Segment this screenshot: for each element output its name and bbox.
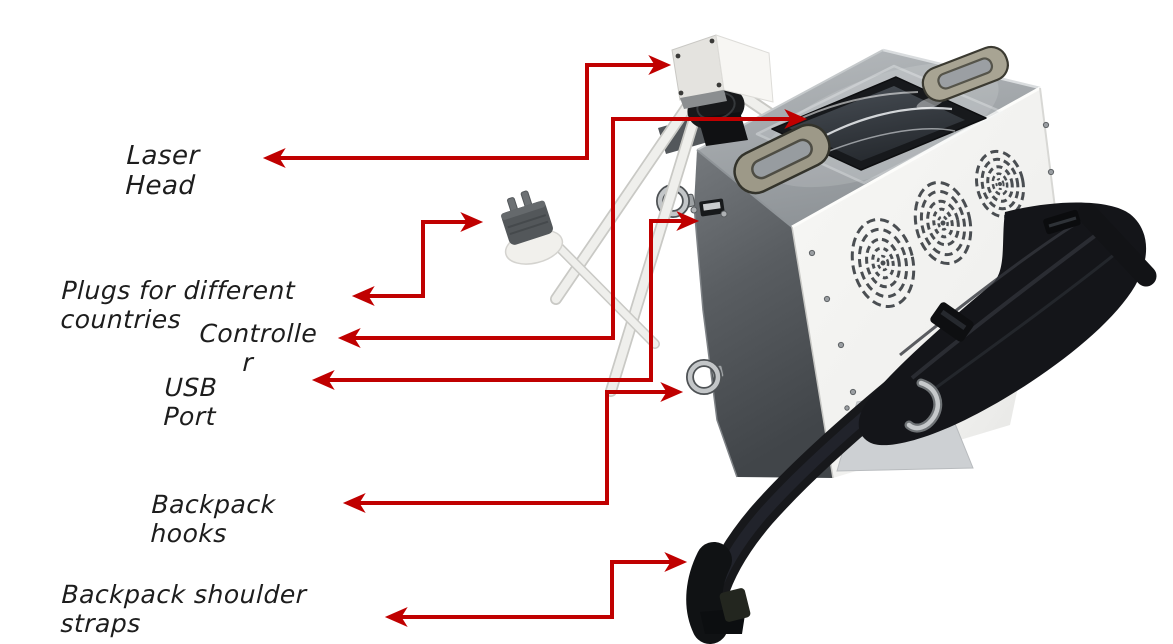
label-backpack-straps: Backpack shoulder straps	[60, 580, 307, 638]
arrow-backpack-hooks	[342, 382, 684, 513]
arrow-backpack-straps	[384, 552, 688, 627]
arrow-controller	[337, 109, 808, 348]
label-line: Head	[124, 171, 196, 201]
arrow-laser-head	[262, 55, 672, 168]
label-controller: Controlle r	[198, 319, 318, 377]
shoulder-straps	[686, 202, 1157, 644]
label-line: Laser	[126, 141, 201, 171]
label-line: Backpack	[151, 490, 277, 519]
label-usb-port: USB Port	[163, 373, 218, 431]
label-line: Backpack shoulder	[61, 580, 308, 609]
label-line: straps	[59, 609, 142, 638]
arrow-usb-port	[311, 211, 700, 390]
label-laser-head: Laser Head	[125, 141, 200, 201]
label-line: Port	[162, 402, 217, 431]
strap-triglide-buckle	[930, 302, 974, 342]
label-line: USB	[164, 373, 218, 402]
label-line: Plugs for different	[61, 276, 296, 305]
strap-webbing-top	[1077, 203, 1157, 287]
carry-handle-back	[921, 45, 1009, 103]
label-line: Controlle	[199, 319, 318, 348]
label-line: r	[241, 348, 254, 377]
arrow-plugs	[351, 212, 484, 306]
label-line: hooks	[149, 519, 228, 548]
label-backpack-hooks: Backpack hooks	[150, 490, 276, 548]
